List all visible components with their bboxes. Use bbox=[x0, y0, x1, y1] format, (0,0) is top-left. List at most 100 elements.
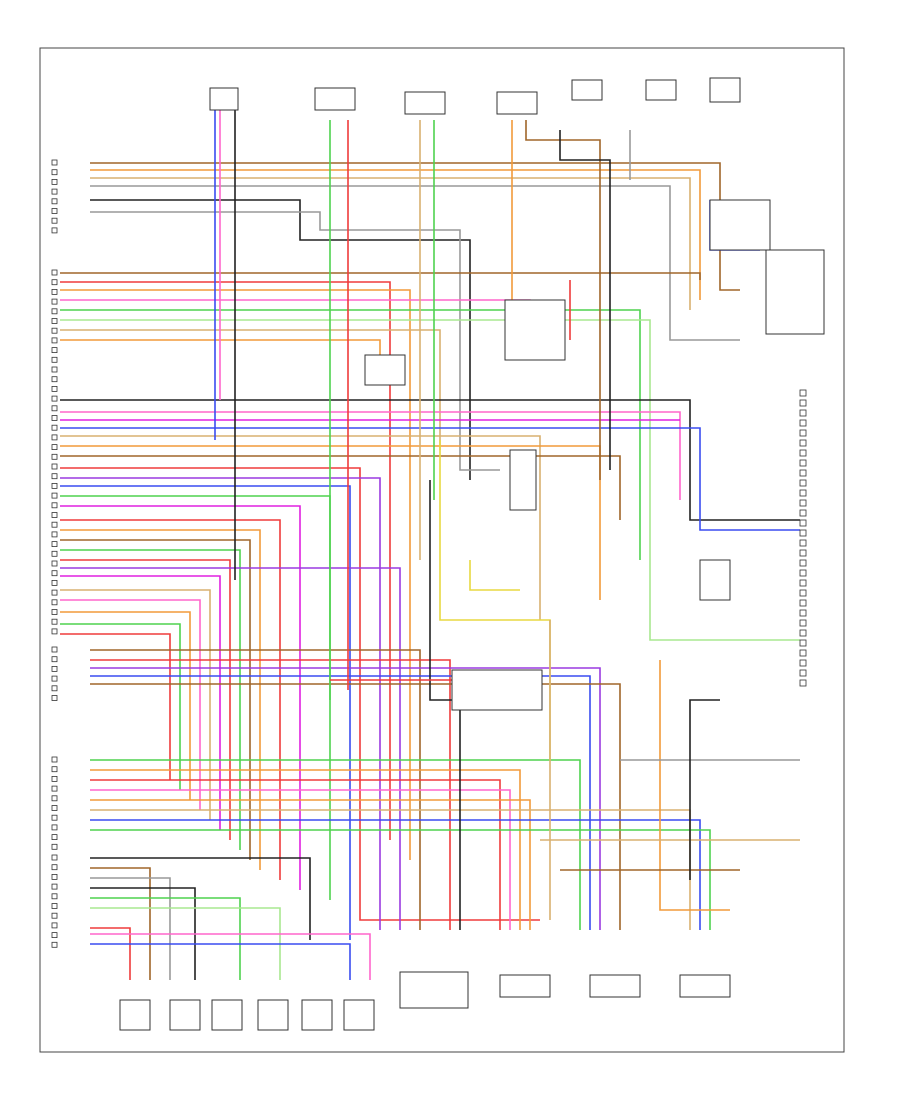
connector-pin bbox=[51, 834, 58, 840]
wire-pink bbox=[60, 599, 201, 810]
connector-pin bbox=[51, 366, 58, 373]
wire-violet bbox=[90, 667, 601, 930]
wire-brown bbox=[60, 539, 251, 860]
connector-pin bbox=[51, 531, 58, 538]
component-box bbox=[496, 91, 538, 115]
connector-pin bbox=[51, 405, 58, 412]
component-box bbox=[765, 249, 825, 335]
wire-blue bbox=[60, 485, 351, 940]
connector-pin bbox=[799, 619, 807, 627]
wire-green bbox=[60, 309, 641, 560]
connector-pin bbox=[799, 469, 807, 477]
wire-light-green bbox=[90, 907, 281, 980]
connector-pin bbox=[51, 756, 58, 763]
wire-tan bbox=[60, 589, 211, 820]
connector-pin bbox=[799, 529, 807, 537]
connector-pin bbox=[51, 656, 58, 663]
connector-pin bbox=[51, 198, 58, 205]
connector-pin bbox=[51, 318, 58, 324]
connector-pin bbox=[51, 912, 58, 919]
connector-pin bbox=[799, 609, 807, 617]
connector-pin bbox=[51, 424, 58, 431]
wire-tan bbox=[60, 435, 541, 620]
wire-black bbox=[559, 130, 611, 470]
wire-orange bbox=[659, 660, 730, 911]
wire-gray bbox=[90, 185, 740, 341]
connector-pin bbox=[51, 502, 58, 509]
connector-pin bbox=[51, 843, 58, 850]
connector-pin bbox=[51, 347, 58, 354]
connector-pin bbox=[51, 814, 58, 821]
wire-pink bbox=[90, 789, 511, 930]
wire-blue bbox=[60, 427, 800, 531]
connector-pin bbox=[51, 776, 58, 782]
connector-pin bbox=[799, 409, 807, 417]
wire-black bbox=[60, 399, 800, 521]
component-box bbox=[589, 974, 641, 998]
wire-red bbox=[60, 281, 391, 840]
wire-gray bbox=[90, 877, 171, 980]
wire-yellow bbox=[469, 560, 520, 591]
wire-brown bbox=[60, 272, 701, 280]
component-box bbox=[314, 87, 356, 111]
wire-orange bbox=[60, 289, 411, 860]
connector-pin bbox=[51, 188, 58, 195]
connector-pin bbox=[51, 169, 58, 176]
connector-pin bbox=[51, 327, 58, 334]
connector-pin bbox=[51, 550, 58, 557]
wire-magenta bbox=[60, 505, 301, 890]
wire-red bbox=[60, 559, 231, 840]
component-box bbox=[301, 999, 333, 1031]
connector-pin bbox=[51, 795, 58, 802]
connector-pin bbox=[51, 298, 58, 305]
wire-brown bbox=[90, 683, 621, 930]
component-box bbox=[709, 199, 771, 251]
wire-green bbox=[90, 759, 581, 930]
connector-pin bbox=[51, 675, 58, 682]
connector-pin bbox=[51, 560, 58, 567]
connector-pin bbox=[51, 609, 58, 615]
connector-pin bbox=[51, 685, 58, 692]
connector-pin bbox=[51, 580, 58, 586]
connector-pin bbox=[51, 288, 58, 295]
wire-magenta bbox=[60, 575, 221, 830]
connector-pin bbox=[51, 308, 58, 315]
wire-blue bbox=[90, 819, 701, 930]
wire-green bbox=[90, 897, 241, 980]
connector-pin bbox=[51, 337, 58, 344]
wire-orange bbox=[90, 799, 531, 930]
connector-pin bbox=[51, 628, 58, 635]
connector-pin bbox=[51, 521, 58, 528]
component-box bbox=[509, 449, 537, 511]
connector-pin bbox=[51, 453, 58, 460]
connector-pin bbox=[51, 893, 58, 900]
connector-pin bbox=[799, 629, 807, 637]
connector-pin bbox=[51, 217, 58, 224]
wire-green bbox=[90, 829, 711, 930]
connector-pin bbox=[799, 559, 807, 567]
connector-pin bbox=[51, 473, 58, 480]
diagram-border bbox=[39, 47, 845, 1053]
connector-pin bbox=[799, 389, 807, 397]
connector-pin bbox=[799, 579, 807, 587]
wire-red bbox=[90, 927, 131, 980]
connector-pin bbox=[799, 479, 807, 487]
connector-pin bbox=[51, 541, 58, 547]
connector-pin bbox=[799, 459, 807, 467]
connector-pin bbox=[51, 589, 58, 596]
connector-pin bbox=[51, 874, 58, 880]
connector-pin bbox=[51, 766, 58, 773]
connector-pin bbox=[51, 941, 58, 948]
component-box bbox=[119, 999, 151, 1031]
connector-pin bbox=[799, 429, 807, 437]
wire-red bbox=[60, 633, 171, 780]
wire-brown bbox=[90, 867, 151, 980]
wire-brown bbox=[525, 120, 601, 480]
connector-pin bbox=[51, 269, 58, 276]
wire-gray bbox=[90, 211, 500, 471]
connector-pin bbox=[51, 279, 58, 286]
connector-pin bbox=[799, 499, 807, 507]
connector-pin bbox=[799, 419, 807, 427]
connector-pin bbox=[51, 376, 58, 383]
component-box bbox=[571, 79, 603, 101]
